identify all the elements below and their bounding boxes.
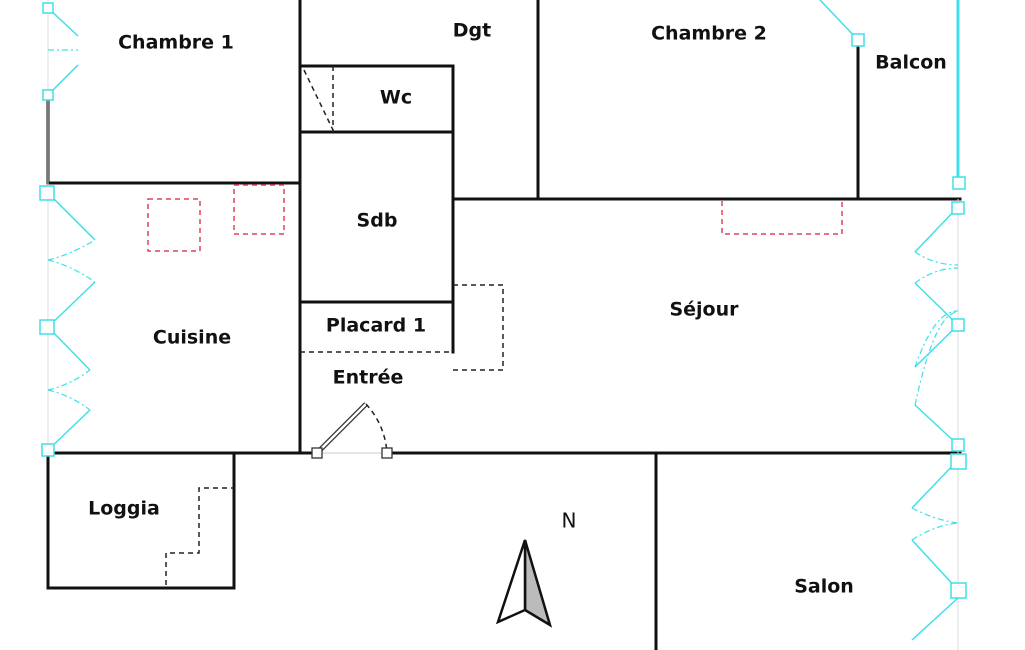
room-label-dgt: Dgt [453, 20, 491, 42]
north-arrow-icon: N [495, 509, 577, 628]
room-label-balcon: Balcon [875, 52, 947, 74]
windows [39, 0, 967, 650]
room-label-cuisine: Cuisine [153, 327, 231, 349]
appliance-outline [233, 184, 285, 235]
room-label-chambre-2: Chambre 2 [651, 23, 767, 45]
radiator-outline [721, 201, 843, 235]
room-label-loggia: Loggia [88, 498, 160, 520]
entrance-door[interactable] [311, 402, 393, 459]
north-label: N [562, 509, 577, 533]
room-label-wc: Wc [380, 87, 412, 109]
dashed-fixtures [147, 66, 843, 585]
room-label-chambre-1: Chambre 1 [118, 32, 234, 54]
room-label-sejour: Séjour [669, 299, 739, 321]
room-label-entree: Entrée [333, 367, 404, 389]
room-label-placard-1: Placard 1 [326, 315, 426, 337]
walls [46, 0, 962, 650]
appliance-outline [147, 198, 201, 252]
room-label-salon: Salon [794, 576, 854, 598]
room-label-sdb: Sdb [357, 210, 398, 232]
